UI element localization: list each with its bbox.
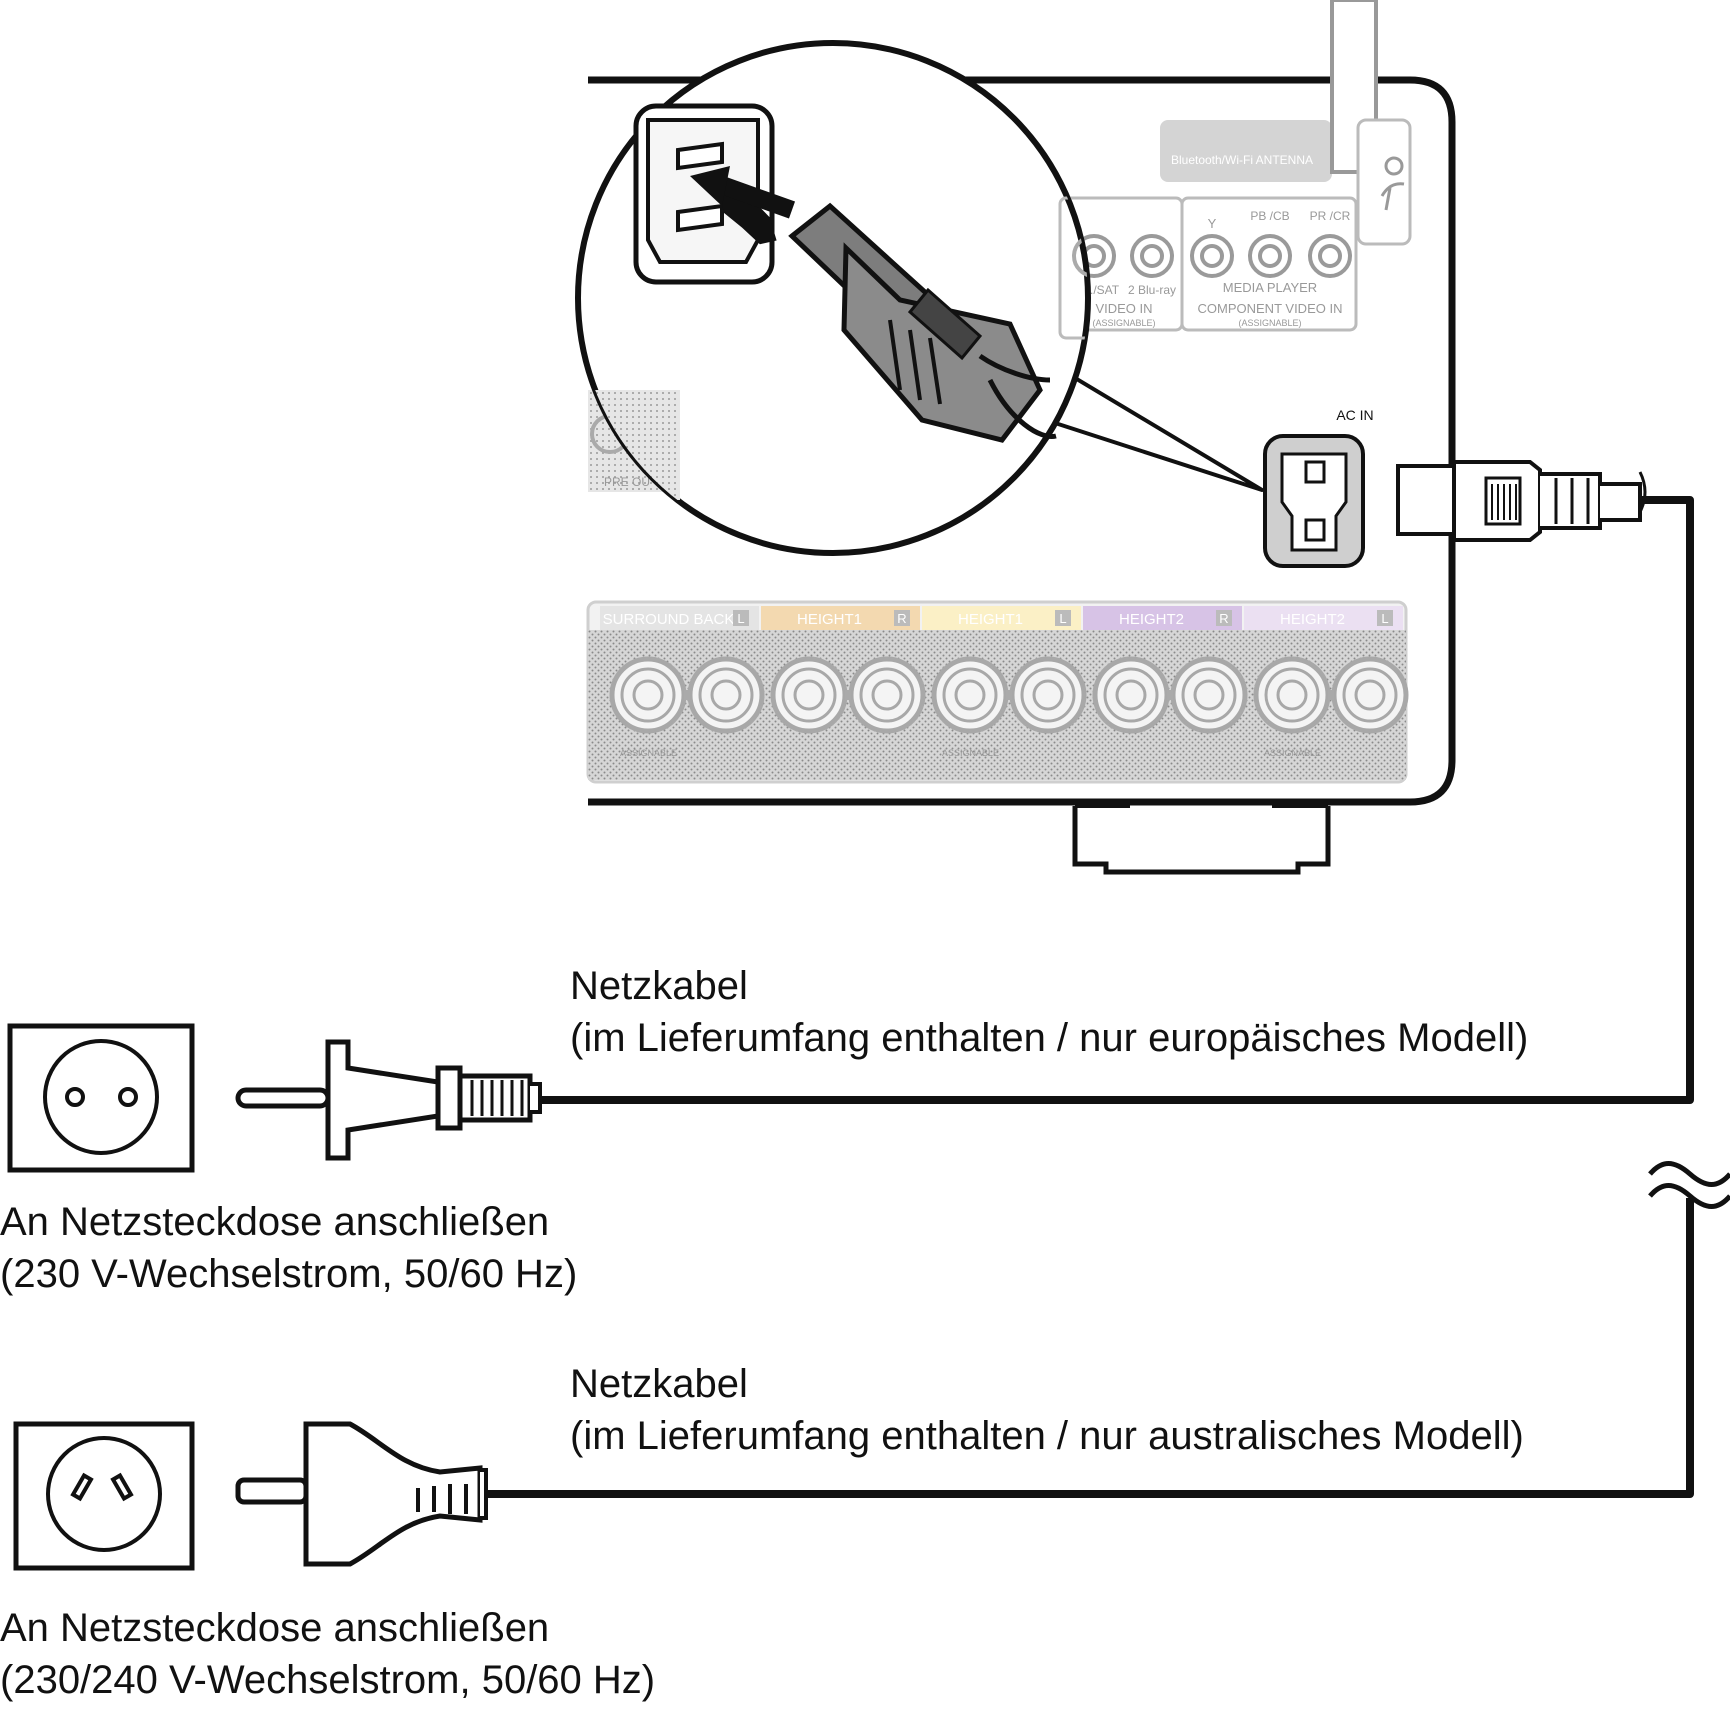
speaker-section-label: HEIGHT1 <box>797 611 862 628</box>
speaker-terminal-post <box>770 656 848 734</box>
zoom-callout <box>575 40 1264 556</box>
speaker-channel-badge <box>733 610 749 626</box>
speaker-channel-letter: L <box>1381 611 1388 626</box>
assignable-label-2: (ASSIGNABLE) <box>1238 318 1301 328</box>
ac-in-socket <box>1263 434 1365 568</box>
speaker-terminal-post <box>1331 656 1409 734</box>
antenna-label: Bluetooth/Wi-Fi ANTENNA <box>1171 153 1313 167</box>
speaker-section-header <box>1083 606 1242 630</box>
outlet-label-au: An Netzsteckdose anschließen (230/240 V-… <box>0 1602 655 1706</box>
cable-label-eu: Netzkabel (im Lieferumfang enthalten / n… <box>570 960 1528 1064</box>
au-power-plug <box>235 1421 488 1567</box>
outlet-title-au: An Netzsteckdose anschließen <box>0 1606 550 1650</box>
au-wall-outlet <box>13 1421 195 1571</box>
jack-label-bluray: 2 Blu-ray <box>1128 283 1176 297</box>
speaker-section-header <box>1244 606 1403 630</box>
jack-label-sat: ./SAT <box>1090 283 1120 297</box>
component-pr-label: PR /CR <box>1310 209 1351 223</box>
speaker-terminal-link <box>845 690 851 700</box>
speaker-section-header <box>922 606 1081 630</box>
speaker-terminal-post <box>1009 656 1087 734</box>
speaker-terminal-link <box>1167 690 1173 700</box>
zoomed-iec-plug <box>788 202 1057 443</box>
component-video-in-label: COMPONENT VIDEO IN <box>1198 301 1343 316</box>
assignable-label-1: (ASSIGNABLE) <box>1092 318 1155 328</box>
cable-title-eu: Netzkabel <box>570 964 748 1008</box>
speaker-assignable-label: ASSIGNABLE <box>942 748 999 758</box>
speaker-terminal-link <box>684 690 690 700</box>
cable-note-eu: (im Lieferumfang enthalten / nur europäi… <box>570 1016 1529 1060</box>
video-in-label: VIDEO IN <box>1095 301 1152 316</box>
speaker-assignable-label: ASSIGNABLE <box>620 748 677 758</box>
outlet-note-au: (230/240 V-Wechselstrom, 50/60 Hz) <box>0 1658 656 1702</box>
pre-out-label: PRE OU <box>604 475 650 489</box>
speaker-channel-badge <box>894 610 910 626</box>
insert-arrow-icon <box>690 166 796 245</box>
cable-label-au: Netzkabel (im Lieferumfang enthalten / n… <box>570 1358 1524 1462</box>
device-foot <box>1072 800 1331 875</box>
speaker-section-header <box>600 606 759 630</box>
cable-break-icon <box>1648 1161 1730 1209</box>
speaker-terminal-post <box>687 656 765 734</box>
component-jacks <box>1072 234 1352 278</box>
speaker-channel-badge <box>1216 610 1232 626</box>
speaker-channel-badge <box>1377 610 1393 626</box>
speaker-terminal-post <box>1170 656 1248 734</box>
speaker-channel-letter: L <box>1059 611 1066 626</box>
speaker-terminal-post <box>609 656 687 734</box>
speaker-channel-letter: L <box>737 611 744 626</box>
eu-wall-outlet <box>7 1023 195 1173</box>
speaker-section-label: HEIGHT1 <box>958 611 1023 628</box>
speaker-terminal-post <box>848 656 926 734</box>
component-pb-label: PB /CB <box>1250 209 1289 223</box>
speaker-terminal-post <box>1092 656 1170 734</box>
outlet-label-eu: An Netzsteckdose anschließen (230 V-Wech… <box>0 1196 577 1300</box>
speaker-terminal-link <box>1328 690 1334 700</box>
speaker-terminal-link <box>1006 690 1012 700</box>
speaker-channel-letter: R <box>1219 611 1228 626</box>
power-cables <box>480 496 1694 1498</box>
iec-plug-side <box>1396 460 1647 542</box>
speaker-channel-letter: R <box>897 611 906 626</box>
antenna-connector-icon <box>1380 156 1405 211</box>
speaker-section-label: HEIGHT2 <box>1280 611 1345 628</box>
speaker-terminal-post <box>931 656 1009 734</box>
outlet-note-eu: (230 V-Wechselstrom, 50/60 Hz) <box>0 1252 578 1296</box>
speaker-section-label: SURROUND BACK <box>603 611 735 628</box>
jack-label-media-player: MEDIA PLAYER <box>1223 280 1317 295</box>
eu-power-plug <box>235 1039 542 1161</box>
speaker-terminal-post <box>1253 656 1331 734</box>
speaker-section-header <box>761 606 920 630</box>
antenna-label-box <box>1160 120 1332 182</box>
outlet-title-eu: An Netzsteckdose anschließen <box>0 1200 550 1244</box>
speaker-section-label: HEIGHT2 <box>1119 611 1184 628</box>
zoomed-ac-socket <box>633 103 775 285</box>
component-y-label: Y <box>1208 216 1217 231</box>
speaker-channel-badge <box>1055 610 1071 626</box>
speaker-assignable-label: ASSIGNABLE <box>1264 748 1321 758</box>
cable-note-au: (im Lieferumfang enthalten / nur austral… <box>570 1414 1524 1458</box>
cable-title-au: Netzkabel <box>570 1362 748 1406</box>
ac-in-label: AC IN <box>1336 407 1373 423</box>
